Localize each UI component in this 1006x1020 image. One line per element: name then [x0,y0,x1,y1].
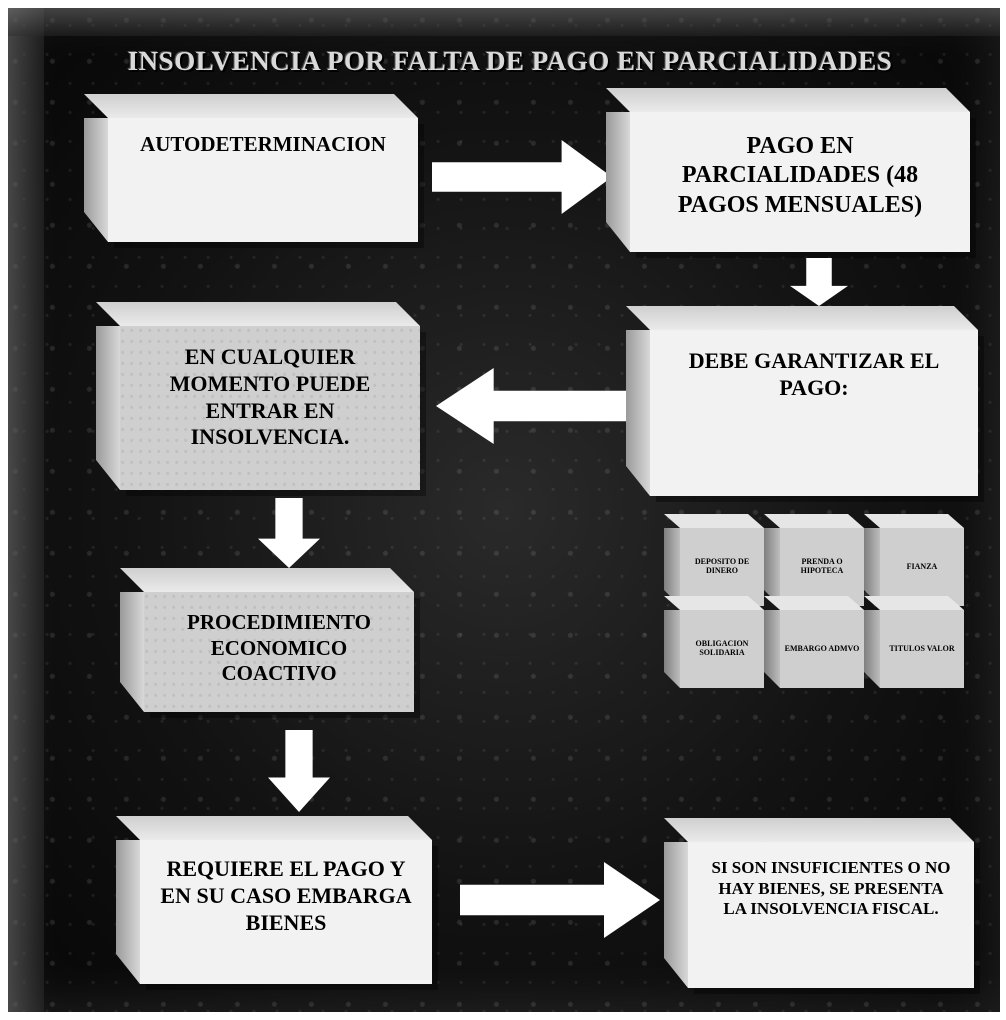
guarantee-titulos-valor: TITULOS VALOR [880,610,964,688]
diagram-title: INSOLVENCIA POR FALTA DE PAGO EN PARCIAL… [127,46,893,76]
guarantee-obligacion-solidaria: OBLIGACION SOLIDARIA [680,610,764,688]
box-requiere: REQUIERE EL PAGO Y EN SU CASO EMBARGA BI… [140,840,432,984]
box-pago-parcialidades: PAGO EN PARCIALIDADES (48 PAGOS MENSUALE… [630,112,970,252]
box-autodeterminacion: AUTODETERMINACION [108,118,418,242]
box-garantizar: DEBE GARANTIZAR EL PAGO: [650,330,978,496]
guarantee-embargo: EMBARGO ADMVO [780,610,864,688]
guarantee-fianza: FIANZA [880,528,964,606]
box-procedimiento: PROCEDIMIENTO ECONOMICO COACTIVO [144,592,414,712]
box-insolvencia: EN CUALQUIER MOMENTO PUEDE ENTRAR EN INS… [120,326,420,490]
guarantee-prenda-hipoteca: PRENDA O HIPOTECA [780,528,864,606]
guarantee-deposito: DEPOSITO DE DINERO [680,528,764,606]
frame-bevel-left [8,8,44,1012]
box-insuficientes: SI SON INSUFICIENTES O NO HAY BIENES, SE… [688,842,974,988]
frame-bevel-top [8,8,1000,36]
